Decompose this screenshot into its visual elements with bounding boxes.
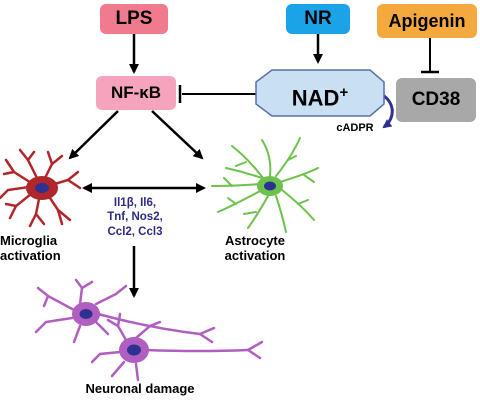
nad-node-shape (255, 69, 385, 117)
microglia-label-line-2: activation (0, 247, 61, 263)
cd38-label: CD38 (411, 89, 461, 110)
nfkb-label: NF-κB (110, 83, 162, 102)
cytokine-line-1: Il1β, Il6, (113, 197, 157, 209)
arrow-nfkb-to-astrocyte (151, 110, 204, 160)
lps-node: LPS (100, 4, 168, 34)
apigenin-node: Apigenin (377, 4, 477, 38)
nad-superscript: + (339, 84, 349, 101)
neuron-cell-lower (90, 312, 264, 382)
nad-label-wrap: NAD+ (256, 78, 384, 113)
astrocyte-label-line-1: Astrocyte (225, 233, 285, 248)
apigenin-label: Apigenin (388, 10, 466, 31)
inhibit-apigenin-cd38 (421, 38, 439, 74)
neuron-cell-upper (34, 278, 216, 344)
astrocyte-label: Astrocyte activation (210, 233, 300, 264)
inhibit-nad-nfkb (178, 85, 256, 103)
arrow-nfkb-to-microglia (68, 110, 119, 160)
microglia-label: Microglia activation (0, 233, 80, 264)
nfkb-node: NF-κB (96, 76, 176, 110)
microglia-cell (0, 148, 82, 228)
nad-label: NAD (291, 85, 340, 111)
microglia-label-line-1: Microglia (0, 233, 58, 248)
neuron-label: Neuronal damage (85, 381, 195, 396)
cadpr-label: cADPR (336, 122, 374, 134)
cd38-node: CD38 (396, 78, 476, 122)
cytokine-line-3: Ccl2, Ccl3 (107, 225, 163, 238)
nr-node: NR (286, 4, 350, 34)
cytokine-list: Il1β, Il6, Tnf, Nos2, Ccl2, Ccl3 (96, 196, 174, 239)
astrocyte-label-line-2: activation (224, 247, 286, 263)
astrocyte-cell (211, 137, 319, 233)
lps-label: LPS (115, 8, 153, 29)
nr-label: NR (304, 8, 332, 29)
cytokine-line-2: Tnf, Nos2, (107, 211, 163, 224)
